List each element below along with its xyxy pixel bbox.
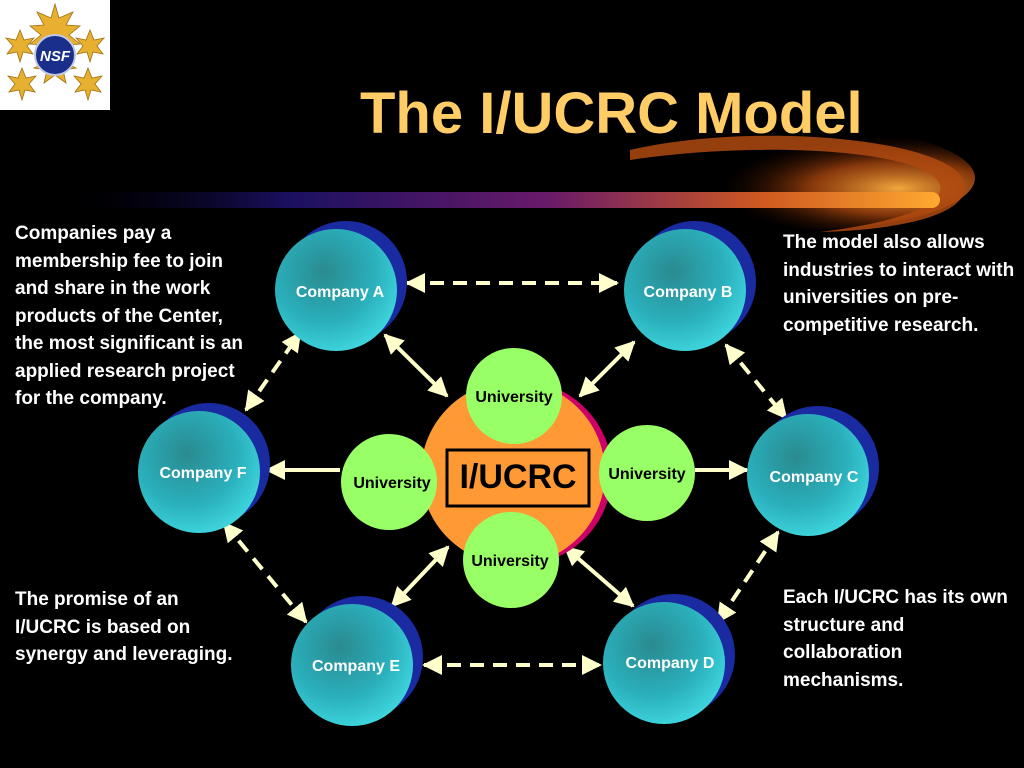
company-c-label: Company C [770, 469, 859, 486]
link-f-a [244, 331, 302, 412]
company-a-label: Company A [296, 284, 385, 301]
link-b-c [724, 343, 788, 420]
text-block-membership: Companies pay a membership fee to join a… [15, 223, 244, 409]
company-f: Company F [138, 403, 270, 533]
company-f-label: Company F [159, 465, 246, 482]
link-center-a [383, 333, 449, 398]
link-center-b [578, 340, 636, 398]
company-e-label: Company E [312, 658, 400, 675]
university-top: University [466, 348, 562, 444]
company-d: Company D [603, 594, 735, 724]
company-d-label: Company D [626, 655, 715, 672]
center-label-box [445, 448, 591, 508]
company-b: Company B [624, 221, 756, 351]
text-block-structure: Each I/UCRC has its own structure and co… [783, 587, 1008, 691]
company-a: Company A [275, 221, 407, 351]
university-right: University [599, 425, 695, 521]
nsf-logo: NSF [0, 0, 110, 110]
link-center-d [563, 545, 635, 608]
link-c-d [716, 530, 780, 624]
center-node: I/UCRC [421, 381, 612, 565]
text-block-industry-interaction: The model also allows industries to inte… [783, 232, 1015, 336]
company-c: Company C [747, 406, 879, 536]
university-bottom: University [463, 512, 559, 608]
nsf-seal-icon: NSF [4, 2, 106, 102]
text-block-synergy: The promise of an I/UCRC is based on syn… [15, 589, 233, 665]
university-bottom-label: University [471, 553, 548, 570]
dashed-links [222, 273, 788, 675]
solid-links [265, 333, 749, 608]
center-label: I/UCRC [459, 458, 576, 496]
link-center-e [390, 545, 450, 608]
nsf-logo-text: NSF [40, 48, 71, 65]
company-e: Company E [291, 596, 423, 726]
company-b-label: Company B [644, 284, 733, 301]
university-left-label: University [353, 475, 430, 492]
university-right-label: University [608, 466, 685, 483]
university-top-label: University [475, 389, 552, 406]
university-left: University [341, 434, 437, 530]
title-swoosh [70, 126, 975, 232]
